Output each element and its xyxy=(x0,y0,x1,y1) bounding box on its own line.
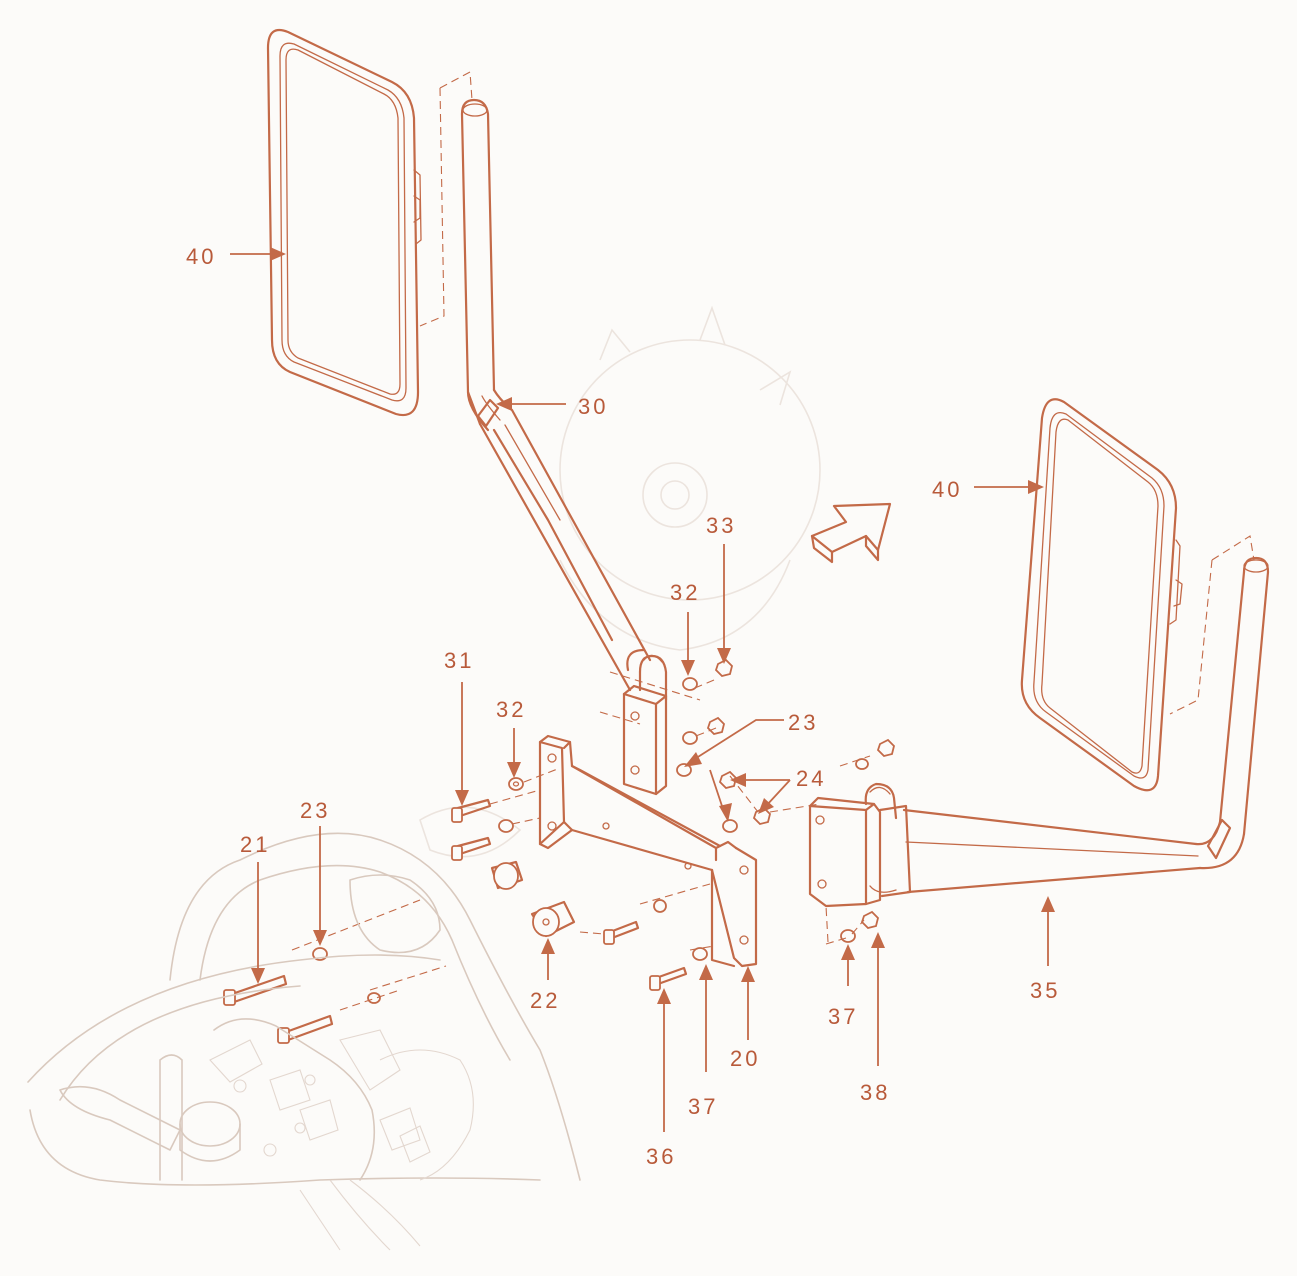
direction-arrow-icon xyxy=(810,502,892,564)
mirror-upper-left xyxy=(266,28,422,417)
label-37-right: 37 xyxy=(828,1004,858,1029)
arm-35 xyxy=(902,556,1270,894)
mirror-right xyxy=(1020,398,1183,792)
label-36: 36 xyxy=(646,1144,676,1169)
label-32-upper: 32 xyxy=(670,580,700,605)
leader-dashed-right-mirror xyxy=(1169,535,1255,715)
label-22: 22 xyxy=(530,988,560,1013)
label-35: 35 xyxy=(1030,978,1060,1003)
leader-dashed-upper-mirror xyxy=(419,71,473,327)
alignment-lines xyxy=(291,671,871,1011)
leader-lines xyxy=(230,247,1055,1132)
label-37-center: 37 xyxy=(688,1094,718,1119)
label-23-right: 23 xyxy=(788,710,818,735)
label-40-upper: 40 xyxy=(186,244,216,269)
label-33: 33 xyxy=(706,513,736,538)
hinge-bracket-right xyxy=(808,782,912,908)
label-20: 20 xyxy=(730,1046,760,1071)
label-40-right: 40 xyxy=(932,477,962,502)
label-31: 31 xyxy=(444,648,474,673)
arm-30 xyxy=(460,98,652,692)
label-24: 24 xyxy=(796,766,826,791)
hinge-bracket-upper xyxy=(622,648,668,796)
label-32-left: 32 xyxy=(496,697,526,722)
steering-column-assembly xyxy=(27,832,581,1251)
watermark xyxy=(419,305,821,858)
label-21: 21 xyxy=(240,832,270,857)
label-30: 30 xyxy=(578,394,608,419)
label-23-left: 23 xyxy=(300,798,330,823)
mounting-plate-20 xyxy=(538,734,758,968)
hardware xyxy=(223,658,895,1044)
label-38: 38 xyxy=(860,1080,890,1105)
callout-labels: 40 30 40 33 32 31 32 23 24 23 21 22 20 3… xyxy=(186,244,1060,1169)
